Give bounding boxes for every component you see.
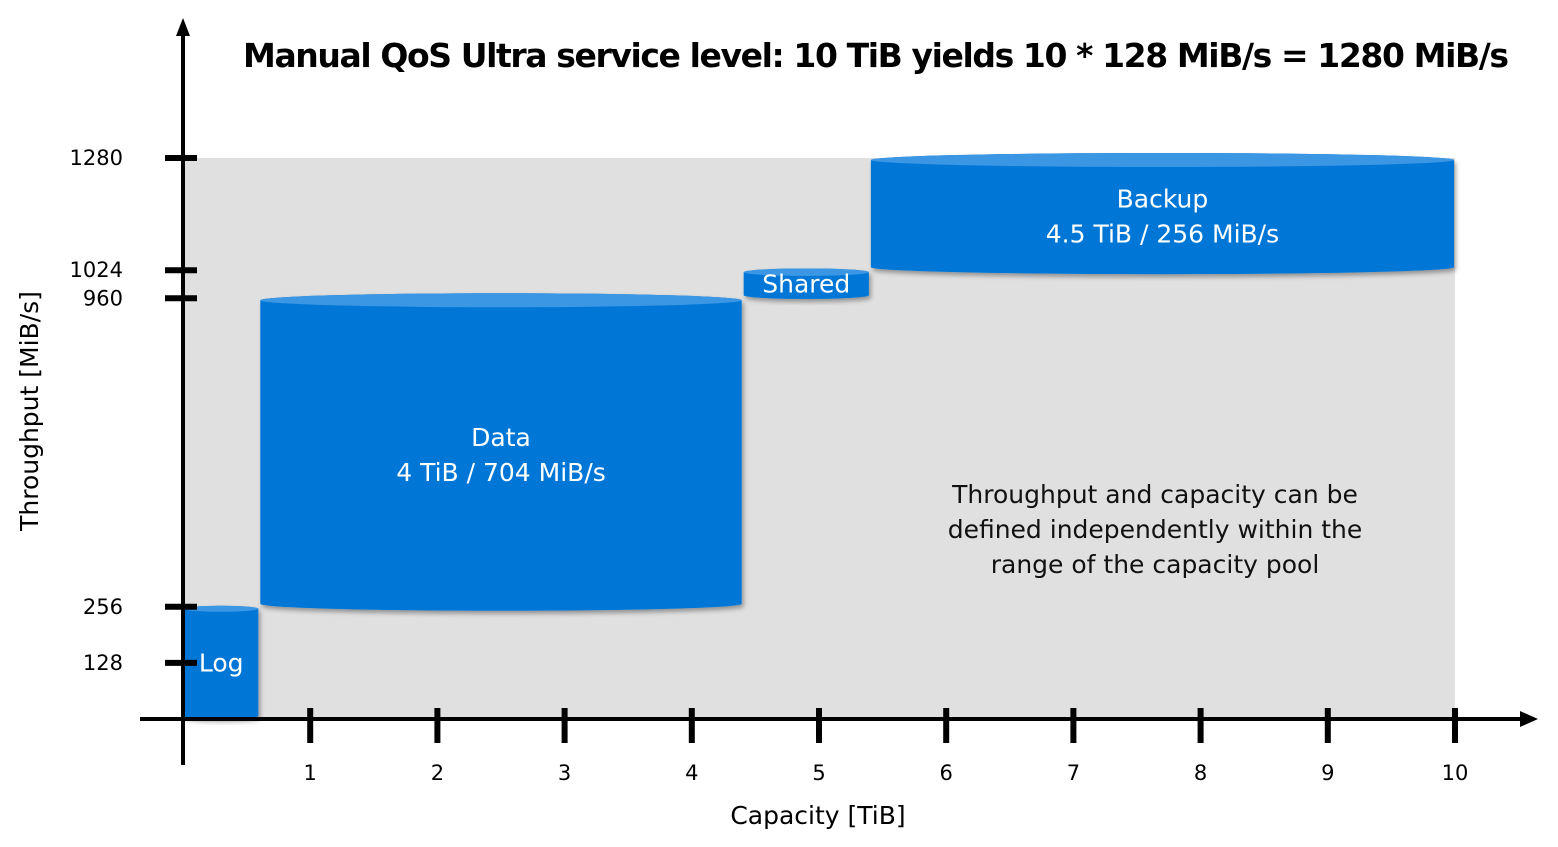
x-axis-title: Capacity [TiB] [730,801,905,830]
y-tick-label: 960 [83,286,123,310]
volume-body [260,293,742,611]
volume-top [870,153,1454,167]
volume-top [743,268,869,276]
volume-size-label: 4.5 TiB / 256 MiB/s [1046,220,1279,249]
volume-top [260,293,742,308]
volume-log [184,605,259,719]
volume-name-label: Data [471,423,531,452]
volume-backup [870,153,1454,275]
volume-name-label: Shared [762,270,850,299]
volume-data [260,293,742,611]
capacity-pool-note: Throughput and capacity can be defined i… [948,480,1363,579]
x-tick-label: 1 [304,761,317,785]
x-axis-arrow-icon [1520,711,1538,727]
x-tick-label: 9 [1321,761,1334,785]
volume-body [184,605,259,719]
y-axis-ticks: 128 256 960 1024 1280 [70,146,197,675]
y-axis-title: Throughput [MiB/s] [15,291,44,532]
axes: 1 2 3 4 5 6 7 8 9 10 128 256 960 1024 1280 [70,18,1538,785]
x-tick-label: 3 [558,761,571,785]
volume-top [184,605,259,612]
volume-body [870,153,1454,275]
volumes: Log Data 4 TiB / 704 MiB/s Shared Backup 4.5 … [184,153,1454,719]
y-axis-arrow-icon [176,18,190,36]
x-tick-label: 4 [685,761,698,785]
note-line: range of the capacity pool [991,550,1320,579]
note-line: Throughput and capacity can be [951,480,1358,509]
diagram-title: Manual QoS Ultra service level: 10 TiB y… [243,36,1508,75]
volume-shared [743,268,869,300]
x-tick-label: 6 [940,761,953,785]
x-tick-label: 5 [812,761,825,785]
volume-size-label: 4 TiB / 704 MiB/s [396,458,606,487]
y-tick-label: 256 [83,595,123,619]
x-axis-ticks: 1 2 3 4 5 6 7 8 9 10 [304,708,1469,785]
volume-name-label: Backup [1117,185,1209,214]
x-tick-label: 8 [1194,761,1207,785]
x-tick-label: 7 [1067,761,1080,785]
y-tick-label: 1024 [70,258,123,282]
note-line: defined independently within the [948,515,1363,544]
volume-body [743,268,869,300]
volume-name-label: Log [199,648,244,677]
x-tick-label: 2 [431,761,444,785]
y-tick-label: 1280 [70,146,123,170]
y-tick-label: 128 [83,651,123,675]
x-tick-label: 10 [1442,761,1469,785]
